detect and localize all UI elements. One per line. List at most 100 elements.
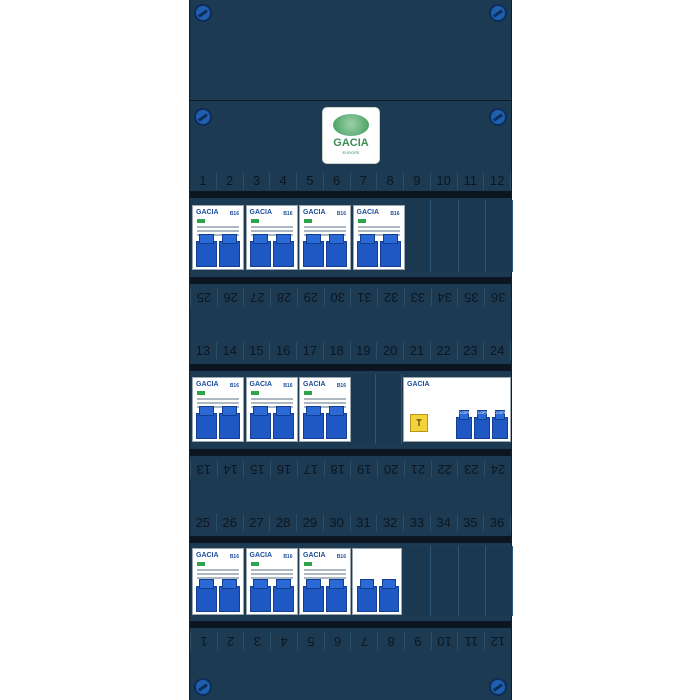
breaker-toggle[interactable] xyxy=(379,579,399,612)
breaker-toggle[interactable] xyxy=(219,234,240,267)
spec-text xyxy=(250,573,293,575)
spec-text xyxy=(197,569,239,571)
spec-text xyxy=(197,402,239,404)
breaker-toggle[interactable] xyxy=(196,406,217,439)
breaker-toggle[interactable] xyxy=(326,234,347,267)
circuit-number: 27 xyxy=(243,288,271,306)
circuit-number: 25 xyxy=(190,288,217,306)
spec-text xyxy=(304,573,346,575)
circuit-number: 19 xyxy=(350,460,378,478)
circuit-number: 18 xyxy=(323,460,351,478)
spec-text xyxy=(304,577,346,579)
circuit-number: 6 xyxy=(323,632,351,650)
circuit-number: 5 xyxy=(297,632,324,650)
breaker-rating: B16 xyxy=(283,211,293,217)
circuit-number: 23 xyxy=(458,342,485,360)
breaker-toggle[interactable] xyxy=(379,234,401,267)
din-rail xyxy=(190,621,511,628)
circuit-number: 11 xyxy=(458,172,485,190)
blank-slots xyxy=(404,546,513,616)
breaker-toggle[interactable] xyxy=(303,234,324,267)
circuit-number: 9 xyxy=(404,172,431,190)
breaker-toggle[interactable] xyxy=(219,406,240,439)
main-switch[interactable] xyxy=(352,548,402,615)
breaker-toggle[interactable] xyxy=(249,406,271,439)
circuit-number: 31 xyxy=(351,514,378,532)
breaker-brand: GACIA xyxy=(303,552,326,559)
circuit-number: 33 xyxy=(404,514,431,532)
spec-text xyxy=(250,406,293,408)
din-rail xyxy=(190,536,511,543)
test-button[interactable]: T xyxy=(410,414,428,432)
breaker-toggle[interactable] xyxy=(249,579,271,612)
spec-text xyxy=(250,230,293,232)
breaker-toggle[interactable] xyxy=(272,234,294,267)
breaker-toggle[interactable] xyxy=(196,579,217,612)
circuit-number: 2 xyxy=(217,172,244,190)
status-indicator xyxy=(197,219,205,223)
spec-text xyxy=(304,406,346,408)
breaker-brand: GACIA xyxy=(303,209,326,216)
blank-slots xyxy=(404,200,513,272)
circuit-number: 23 xyxy=(457,460,485,478)
spec-text xyxy=(197,573,239,575)
breaker-brand: GACIA xyxy=(249,552,273,559)
breaker-toggle[interactable] xyxy=(357,579,377,612)
breaker-brand: GACIA xyxy=(196,209,219,216)
circuit-number: 24 xyxy=(484,460,511,478)
status-indicator xyxy=(250,391,259,395)
circuit-number: 5 xyxy=(297,172,324,190)
breaker-toggle[interactable] xyxy=(272,406,294,439)
din-rail xyxy=(190,364,511,371)
circuit-number: 11 xyxy=(457,632,485,650)
circuit-number: 27 xyxy=(244,514,271,532)
circuit-number: 15 xyxy=(244,342,271,360)
circuit-number: 22 xyxy=(431,342,458,360)
spec-text xyxy=(304,226,346,228)
rcd-toggle[interactable]: O-OFF xyxy=(474,410,490,439)
breaker-toggle[interactable] xyxy=(272,579,294,612)
circuit-number: 10 xyxy=(430,632,458,650)
circuit-number: 28 xyxy=(270,288,297,306)
rcd-toggle[interactable]: O-OFF xyxy=(492,410,508,439)
circuit-number: 12 xyxy=(484,632,511,650)
breaker-toggle[interactable] xyxy=(303,579,324,612)
breaker-toggle[interactable] xyxy=(303,406,324,439)
spec-text xyxy=(250,226,293,228)
breaker-toggle[interactable] xyxy=(326,579,347,612)
toggle-label: O-OFF xyxy=(475,410,489,415)
rcd-toggle[interactable]: O-OFF xyxy=(456,410,472,439)
breaker-rating: B16 xyxy=(336,383,346,389)
breaker-toggle[interactable] xyxy=(356,234,378,267)
spec-text xyxy=(197,230,239,232)
circuit-number: 18 xyxy=(324,342,351,360)
spec-text xyxy=(304,398,346,400)
breaker-brand: GACIA xyxy=(196,552,219,559)
circuit-number: 30 xyxy=(324,514,351,532)
circuit-number: 34 xyxy=(430,288,458,306)
breaker-toggle[interactable] xyxy=(326,406,347,439)
breaker-toggle[interactable] xyxy=(196,234,217,267)
circuit-number: 16 xyxy=(270,460,297,478)
breaker-toggle[interactable] xyxy=(249,234,271,267)
breaker-rating: B16 xyxy=(283,383,293,389)
circuit-number: 36 xyxy=(484,288,511,306)
circuit-number: 13 xyxy=(190,460,217,478)
breaker-toggle[interactable] xyxy=(219,579,240,612)
